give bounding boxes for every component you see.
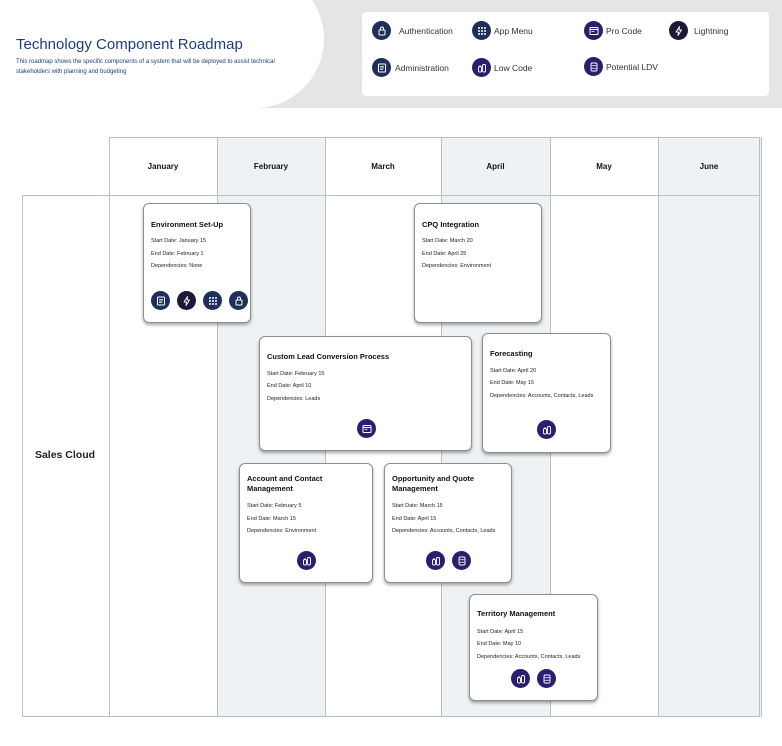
- legend-label: Potential LDV: [606, 61, 658, 72]
- card-title: Account and Contact Management: [247, 474, 323, 493]
- card-icons: [297, 551, 316, 570]
- card-icons: [426, 551, 471, 570]
- card-icons: [511, 669, 556, 688]
- legend-item-potential-ldv: Potential LDV: [584, 57, 658, 76]
- card-dependencies: Dependencies: Accounts, Contacts, Leads: [477, 654, 581, 660]
- card-start-date: Start Date: March 20: [422, 238, 473, 244]
- grid-icon: [203, 291, 222, 310]
- window-icon: [357, 419, 376, 438]
- page-subtitle: This roadmap shows the specific componen…: [16, 59, 275, 75]
- card-end-date: End Date: April 10: [267, 383, 312, 389]
- card-dependencies: Dependencies: Environment: [422, 263, 492, 269]
- document-icon: [151, 291, 170, 310]
- card-end-date: End Date: May 10: [477, 641, 522, 647]
- month-label: February: [253, 162, 289, 171]
- card-end-date: End Date: May 15: [490, 380, 535, 386]
- legend: Authentication App Menu Pro Code Lightni…: [362, 12, 769, 96]
- blocks-icon: [297, 551, 316, 570]
- legend-item-authentication: Authentication: [372, 21, 453, 40]
- database-icon: [584, 57, 603, 76]
- divider: [22, 195, 760, 196]
- card-start-date: Start Date: March 15: [392, 503, 443, 509]
- document-icon: [372, 58, 391, 77]
- legend-item-low-code: Low Code: [472, 58, 532, 77]
- roadmap-card-territory-management[interactable]: Territory Management Start Date: April 1…: [469, 594, 598, 701]
- card-dependencies: Dependencies: None: [151, 263, 203, 269]
- legend-item-app-menu: App Menu: [472, 21, 533, 40]
- card-title: CPQ Integration: [422, 220, 480, 229]
- card-start-date: Start Date: February 5: [247, 503, 302, 509]
- legend-item-lightning: Lightning: [669, 21, 729, 40]
- month-label: January: [147, 162, 179, 171]
- card-dependencies: Dependencies: Environment: [247, 528, 317, 534]
- card-title: Environment Set-Up: [151, 220, 224, 229]
- swimlane-frame: [22, 195, 760, 717]
- card-dependencies: Dependencies: Accounts, Contacts, Leads: [392, 528, 496, 534]
- card-start-date: Start Date: January 15: [151, 238, 207, 244]
- blocks-icon: [426, 551, 445, 570]
- card-icons: [537, 420, 556, 439]
- legend-label: Lightning: [694, 25, 729, 36]
- month-label: April: [486, 162, 505, 171]
- card-dependencies: Dependencies: Leads: [267, 396, 321, 402]
- bolt-icon: [669, 21, 688, 40]
- roadmap-card-account-contact-management[interactable]: Account and Contact Management Start Dat…: [239, 463, 373, 583]
- database-icon: [452, 551, 471, 570]
- card-start-date: Start Date: February 15: [267, 371, 325, 377]
- card-title: Forecasting: [490, 349, 533, 358]
- blocks-icon: [511, 669, 530, 688]
- legend-label: Administration: [395, 62, 449, 73]
- card-end-date: End Date: February 1: [151, 251, 204, 257]
- card-icons: [357, 419, 376, 438]
- card-start-date: Start Date: April 20: [490, 368, 537, 374]
- legend-label: Pro Code: [606, 25, 642, 36]
- blocks-icon: [472, 58, 491, 77]
- roadmap-card-environment-set-up[interactable]: Environment Set-Up Start Date: January 1…: [143, 203, 251, 323]
- month-label: June: [699, 162, 719, 171]
- month-label: May: [596, 162, 612, 171]
- card-title: Custom Lead Conversion Process: [267, 352, 390, 361]
- card-dependencies: Dependencies: Accounts, Contacts, Leads: [490, 393, 594, 399]
- lock-icon: [229, 291, 248, 310]
- card-end-date: End Date: April 15: [392, 516, 437, 522]
- page-title: Technology Component Roadmap: [16, 36, 243, 53]
- legend-label: Authentication: [399, 25, 453, 36]
- legend-item-administration: Administration: [372, 58, 449, 77]
- card-title: Opportunity and Quote Management: [392, 474, 475, 493]
- swimlane-label: Sales Cloud: [34, 449, 96, 461]
- legend-label: App Menu: [494, 25, 533, 36]
- title-panel: [0, 0, 324, 108]
- card-end-date: End Date: April 25: [422, 251, 467, 257]
- roadmap-card-custom-lead-conversion[interactable]: Custom Lead Conversion Process Start Dat…: [259, 336, 472, 451]
- roadmap-card-opportunity-quote-management[interactable]: Opportunity and Quote Management Start D…: [384, 463, 512, 583]
- card-icons: [151, 291, 248, 310]
- month-label: March: [371, 162, 395, 171]
- card-start-date: Start Date: April 15: [477, 629, 524, 635]
- roadmap-card-forecasting[interactable]: Forecasting Start Date: April 20 End Dat…: [482, 333, 611, 453]
- lock-icon: [372, 21, 391, 40]
- card-end-date: End Date: March 15: [247, 516, 296, 522]
- database-icon: [537, 669, 556, 688]
- legend-label: Low Code: [494, 62, 533, 73]
- column-june: [658, 137, 762, 717]
- grid-icon: [472, 21, 491, 40]
- blocks-icon: [537, 420, 556, 439]
- bolt-icon: [177, 291, 196, 310]
- card-title: Territory Management: [477, 609, 556, 618]
- legend-item-pro-code: Pro Code: [584, 21, 642, 40]
- roadmap-card-cpq-integration[interactable]: CPQ Integration Start Date: March 20 End…: [414, 203, 542, 323]
- window-icon: [584, 21, 603, 40]
